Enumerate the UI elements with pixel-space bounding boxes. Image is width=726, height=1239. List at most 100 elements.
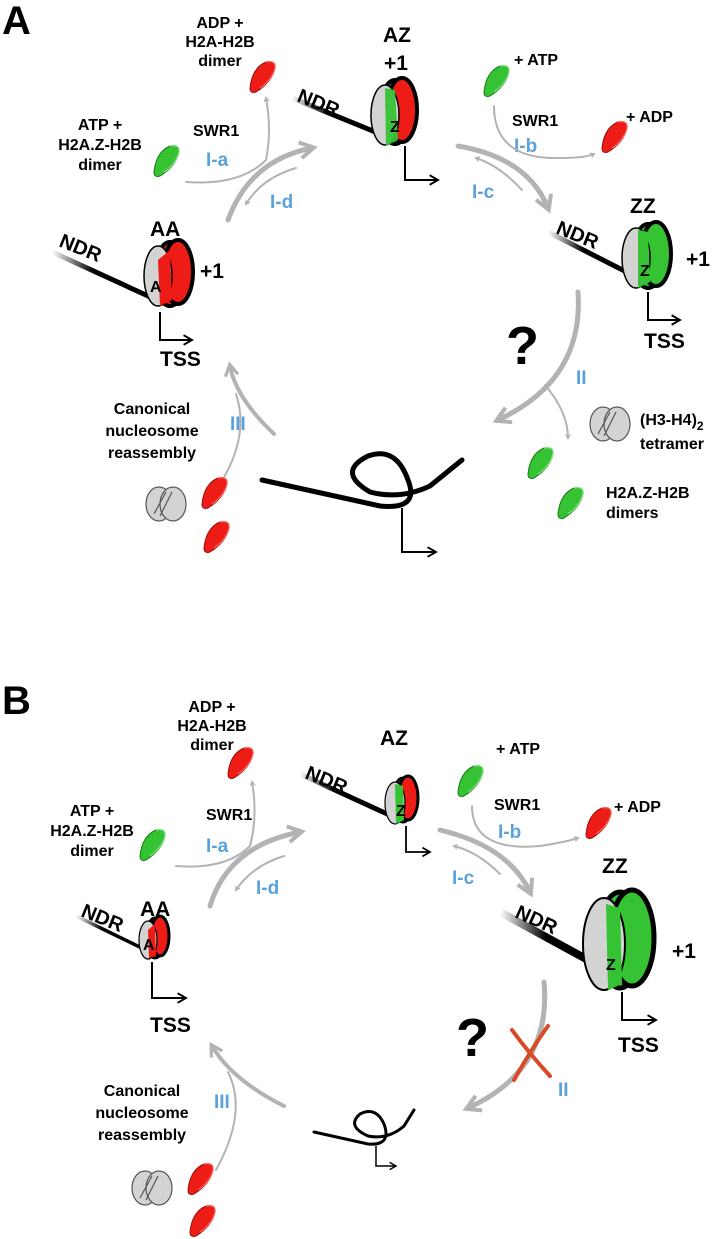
b-arrow-id: [234, 855, 285, 892]
b-adp-dimer-line1: ADP +: [188, 699, 235, 716]
tss-label-b-zz: TSS: [618, 1034, 659, 1057]
arrow-ic: [474, 156, 523, 191]
h3h4-tetramer-icon: [589, 406, 631, 442]
b-reassembly-line2: nucleosome: [95, 1105, 188, 1122]
b-arrow-ia-dimer-exchange: [175, 780, 256, 868]
nucleosome-b-aa-icon: A: [138, 914, 171, 960]
tss-arrow-b-zz-icon: [621, 992, 658, 1026]
step-ia-label: I-a: [206, 150, 229, 171]
b-atp-dimer-line2: H2A.Z-H2B: [50, 823, 134, 840]
question-mark-a: ?: [506, 316, 539, 376]
b-arrow-ia: [207, 824, 306, 909]
arrow-iii-assembly: [219, 393, 242, 485]
h2az-h2b-dimer-atp-icon: [483, 64, 510, 98]
b-step-ii-label: II: [558, 1080, 569, 1101]
nucleosome-az-icon: Z: [370, 76, 419, 146]
adp-dimer-line3: dimer: [198, 53, 242, 70]
b-dna-loop-icon: [312, 1108, 416, 1171]
arrow-ib: [455, 143, 553, 214]
b-swr1-label-ia: SWR1: [206, 807, 252, 824]
nucleosome-b-zz-icon: Z: [582, 887, 657, 991]
step-ii-label: II: [576, 368, 587, 389]
step-iii-label: III: [230, 414, 246, 435]
state-b-aa-label: AA: [140, 898, 170, 921]
b-adp-dimer-line2: H2A-H2B: [177, 718, 246, 735]
panel-b-letter: B: [2, 679, 31, 723]
arrow-iii: [223, 361, 276, 436]
tetramer-line2: tetramer: [640, 436, 704, 453]
b-reassembly-line1: Canonical: [104, 1083, 180, 1100]
h2az-h2b-dimer-evicted-2-icon: [557, 487, 584, 520]
tss-arrow-zz-icon: [647, 292, 682, 326]
h2a-h2b-dimer-icon: [249, 60, 276, 94]
tss-arrow-b-aa-icon: [151, 962, 188, 1004]
b-h2a-h2b-dimer-adp-icon: [585, 806, 612, 840]
h2a-h2b-dimer-reassembly-2-icon: [203, 520, 230, 554]
panel-b: B NDR Z AZ NDR Z ZZ +1: [2, 679, 696, 1238]
atp-dimer-line2: H2A.Z-H2B: [58, 137, 142, 154]
reassembly-line2: nucleosome: [105, 423, 198, 440]
adp-dimer-line1: ADP +: [196, 15, 243, 32]
nucleosome-zz-icon: Z: [621, 220, 673, 290]
nuc-b-zz-z-label: Z: [606, 957, 616, 974]
state-zz-plus1: +1: [686, 248, 710, 271]
h2az-dimers-line1: H2A.Z-H2B: [606, 485, 690, 502]
b-arrow-ic: [452, 843, 501, 875]
tetramer-reassembly-icon: [145, 486, 187, 522]
b-arrow-ib: [437, 827, 535, 898]
step-id-label: I-d: [270, 192, 293, 213]
state-az-plus1: +1: [384, 52, 408, 75]
b-adp-dimer-line3: dimer: [190, 737, 234, 754]
arrow-ia-dimer-exchange: [185, 96, 270, 184]
h2a-h2b-dimer-reassembly-1-icon: [201, 477, 228, 510]
atp-dimer-line3: dimer: [78, 157, 122, 174]
b-step-id-label: I-d: [256, 878, 279, 899]
b-h2az-h2b-dimer-atp-icon: [457, 764, 484, 798]
plus-atp-label: + ATP: [514, 52, 558, 69]
ndr-label-b-aa: NDR: [78, 900, 127, 937]
b-plus-adp-label: + ADP: [614, 799, 661, 816]
b-step-ib-label: I-b: [498, 822, 521, 843]
ndr-label-b-az: NDR: [302, 762, 351, 799]
arrow-ii: [492, 289, 581, 425]
state-aa-plus1: +1: [200, 260, 224, 283]
b-arrow-ib-dimer-exchange: [471, 805, 580, 848]
state-az-label: AZ: [383, 24, 411, 47]
nucleosome-b-az-icon: Z: [384, 774, 420, 825]
h2az-dimers-line2: dimers: [606, 505, 659, 522]
h2az-h2b-dimer-evicted-1-icon: [527, 447, 554, 480]
step-ic-label: I-c: [472, 182, 495, 203]
tss-arrow-b-az-icon: [405, 826, 432, 858]
dna-strand-b-az: NDR: [298, 762, 398, 821]
tetramer-line1: (H3-H4)2: [640, 412, 704, 433]
nuc-az-z-label: Z: [390, 119, 400, 136]
adp-dimer-line2: H2A-H2B: [185, 34, 254, 51]
nucleosome-aa-icon: A: [143, 238, 195, 308]
arrow-ii-eviction: [544, 384, 571, 440]
panel-a: A NDR Z AZ +1 NDR Z: [2, 0, 710, 558]
tss-arrow-aa-icon: [159, 312, 194, 346]
reassembly-line1: Canonical: [114, 401, 190, 418]
b-step-ic-label: I-c: [452, 868, 475, 889]
swr1-label-ib: SWR1: [512, 113, 558, 130]
nuc-b-aa-a-label: A: [143, 937, 155, 954]
b-atp-dimer-line1: ATP +: [70, 803, 114, 820]
b-step-ia-label: I-a: [206, 836, 229, 857]
b-h2a-h2b-dimer-reassembly-2-icon: [189, 1204, 216, 1238]
nuc-aa-a-label: A: [150, 279, 162, 296]
nuc-zz-z-label: Z: [640, 263, 650, 280]
swr1-label-ia: SWR1: [193, 123, 239, 140]
b-h2az-h2b-dimer-icon: [139, 828, 166, 862]
b-h2a-h2b-dimer-reassembly-1-icon: [187, 1162, 214, 1196]
tss-label-aa: TSS: [160, 348, 201, 371]
state-aa-label: AA: [150, 218, 180, 241]
reassembly-line3: reassembly: [108, 445, 196, 462]
dna-loop-icon: [259, 451, 465, 558]
state-b-zz-plus1: +1: [672, 940, 696, 963]
state-zz-label: ZZ: [630, 195, 656, 218]
nuc-b-az-z-label: Z: [396, 803, 406, 820]
cross-mark-icon: [510, 1024, 552, 1082]
state-b-az-label: AZ: [380, 727, 408, 750]
state-b-zz-label: ZZ: [602, 855, 628, 878]
